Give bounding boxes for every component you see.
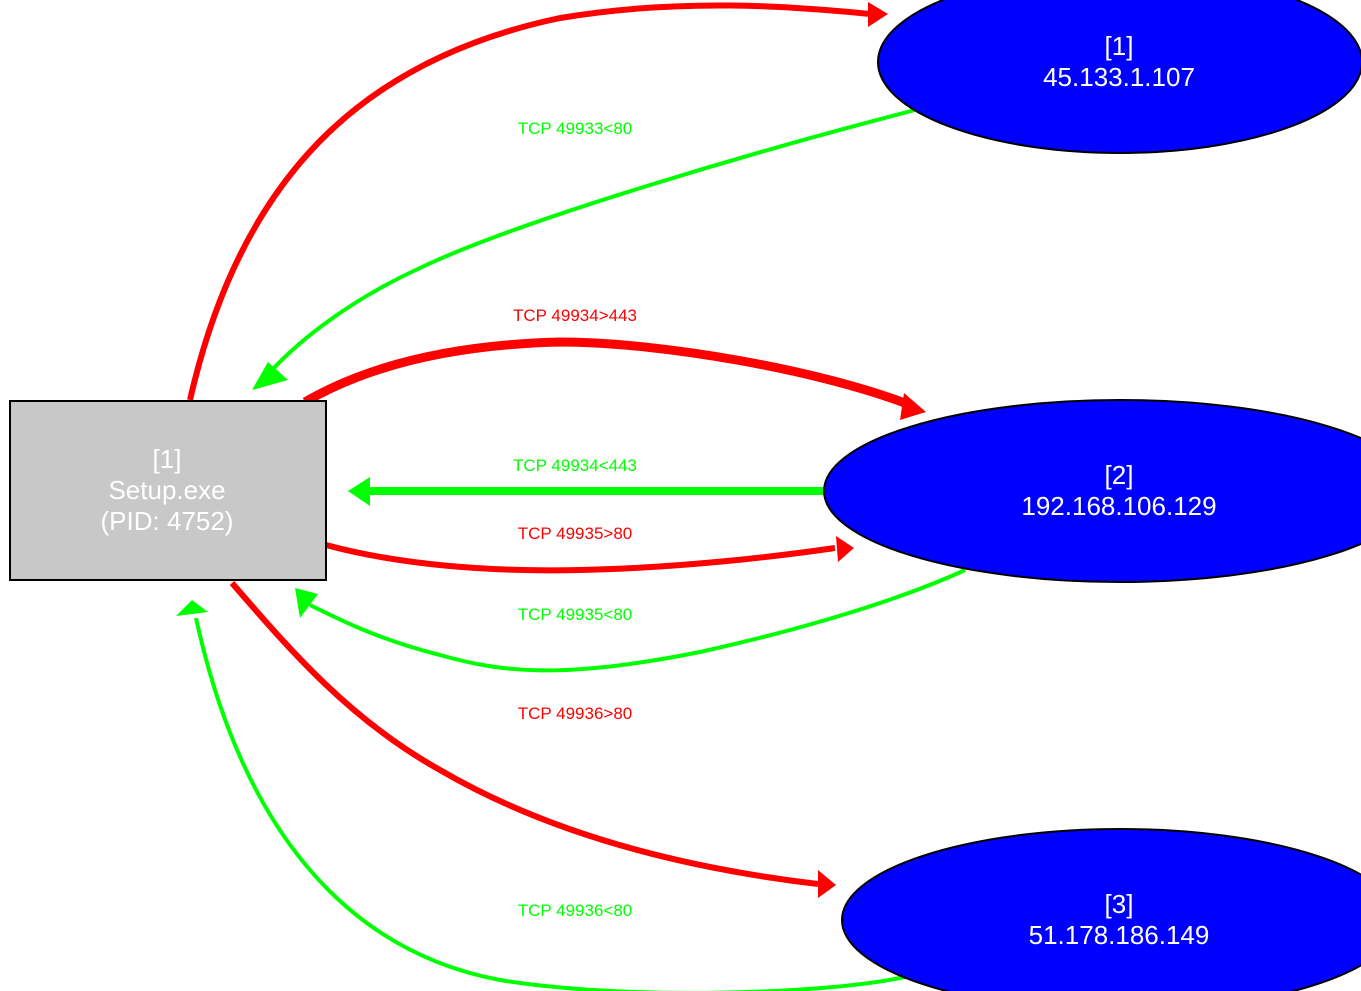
host-2-id: [2] <box>1105 460 1134 490</box>
edge-setup-to-host2-443 <box>302 337 926 420</box>
host-node-1: [1] 45.133.1.107 <box>877 0 1361 154</box>
host-1-id: [1] <box>1105 31 1134 61</box>
edge-setup-to-host2-80 <box>325 536 854 574</box>
host-3-ip: 51.178.186.149 <box>1029 920 1210 950</box>
host-3-id: [3] <box>1105 889 1134 919</box>
edge-label-49935-in: TCP 49935<80 <box>518 605 633 624</box>
host-node-2: [2] 192.168.106.129 <box>823 399 1361 583</box>
host-2-ip: 192.168.106.129 <box>1021 491 1216 521</box>
edge-label-49933-in: TCP 49933<80 <box>518 119 633 138</box>
process-node: [1] Setup.exe (PID: 4752) <box>9 400 327 581</box>
edge-label-49934-in: TCP 49934<443 <box>513 456 637 475</box>
edge-label-49936-out: TCP 49936>80 <box>518 704 633 723</box>
edge-host1-to-setup <box>252 108 916 390</box>
process-id: [1] <box>153 444 182 474</box>
host-node-3: [3] 51.178.186.149 <box>841 828 1361 991</box>
process-name: Setup.exe <box>108 475 225 505</box>
edge-label-49935-out: TCP 49935>80 <box>518 524 633 543</box>
process-pid: (PID: 4752) <box>101 506 234 536</box>
edge-setup-to-host1 <box>187 2 888 401</box>
edge-host2-to-setup-443 <box>348 477 825 506</box>
edge-label-49934-out: TCP 49934>443 <box>513 306 637 325</box>
edge-label-49936-in: TCP 49936<80 <box>518 901 633 920</box>
host-1-ip: 45.133.1.107 <box>1043 62 1195 92</box>
edge-setup-to-host3-80 <box>229 581 836 898</box>
edge-host2-to-setup-80 <box>295 568 966 673</box>
edge-host3-to-setup-80 <box>176 600 906 991</box>
